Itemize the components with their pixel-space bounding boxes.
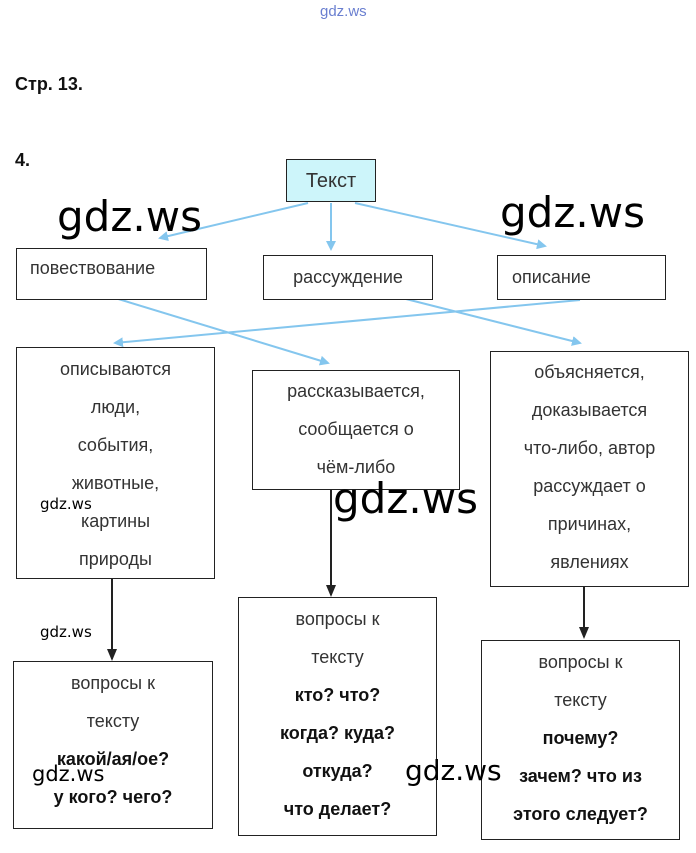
question-item: когда? куда? [279, 723, 395, 743]
site-header-link[interactable]: gdz.ws [320, 3, 367, 20]
text-line: сообщается о [298, 419, 414, 439]
text-line: доказывается [531, 400, 648, 420]
question-item: у кого? чего? [53, 787, 173, 807]
page-number: Стр. 13. [15, 74, 83, 94]
questions-reasoning: вопросы к тексту почему? зачем? что из э… [481, 640, 680, 840]
arrow-reasoning-to-definition [401, 297, 582, 346]
watermark: gdz.ws [57, 192, 202, 241]
arrow-root-to-description [354, 202, 547, 250]
text-line: люди, [90, 397, 141, 417]
question-item: зачем? что из [519, 766, 642, 786]
definition-narration: рассказывается, сообщается о чём-либо [252, 370, 460, 490]
text-line: чём-либо [316, 457, 396, 477]
definition-description: описываются люди, события, животные, кар… [16, 347, 215, 579]
text-line: животные, [71, 473, 160, 493]
text-line: что-либо, автор [523, 438, 656, 458]
text-line: явлениях [550, 552, 629, 572]
text-line: рассказывается, [287, 381, 425, 401]
arrow-root-to-narration [158, 202, 309, 242]
text-line: вопросы к [71, 673, 155, 693]
text-line: тексту [554, 690, 607, 710]
type-label: рассуждение [293, 267, 403, 287]
text-line: описываются [59, 359, 171, 379]
questions-narration: вопросы к тексту кто? что? когда? куда? … [238, 597, 437, 836]
task-number: 4. [15, 150, 31, 170]
text-line: объясняется, [534, 362, 645, 382]
definition-reasoning: объясняется, доказывается что-либо, авто… [490, 351, 689, 587]
text-line: тексту [311, 647, 364, 667]
watermark: gdz.ws [500, 188, 645, 237]
text-line: тексту [86, 711, 140, 731]
root-node-text: Текст [286, 159, 376, 202]
text-line: причинах, [547, 514, 632, 534]
type-label: повествование [30, 258, 156, 278]
arrow-description-to-definition [113, 299, 581, 348]
questions-description: вопросы к тексту какой/ая/ое? у кого? че… [13, 661, 213, 829]
question-item: кто? что? [294, 685, 381, 705]
text-line: природы [79, 549, 152, 569]
watermark: gdz.ws [40, 495, 92, 513]
root-label: Текст [305, 170, 357, 192]
question-item: откуда? [302, 761, 373, 781]
type-description: описание [497, 255, 666, 300]
type-narration: повествование [16, 248, 207, 300]
watermark: gdz.ws [405, 754, 502, 787]
text-line: вопросы к [295, 609, 380, 629]
text-line: события, [77, 435, 154, 455]
watermark: gdz.ws [32, 762, 105, 786]
text-line: вопросы к [538, 652, 623, 672]
watermark: gdz.ws [40, 623, 92, 641]
question-item: почему? [542, 728, 619, 748]
text-line: рассуждает о [533, 476, 646, 496]
question-item: какой/ая/ое? [56, 749, 170, 769]
type-reasoning: рассуждение [263, 255, 433, 300]
text-line: картины [80, 511, 151, 531]
question-item: этого следует? [513, 804, 648, 824]
question-item: что делает? [283, 799, 392, 819]
arrow-narration-to-definition [114, 297, 330, 366]
type-label: описание [512, 267, 591, 287]
watermark: gdz.ws [333, 474, 478, 523]
